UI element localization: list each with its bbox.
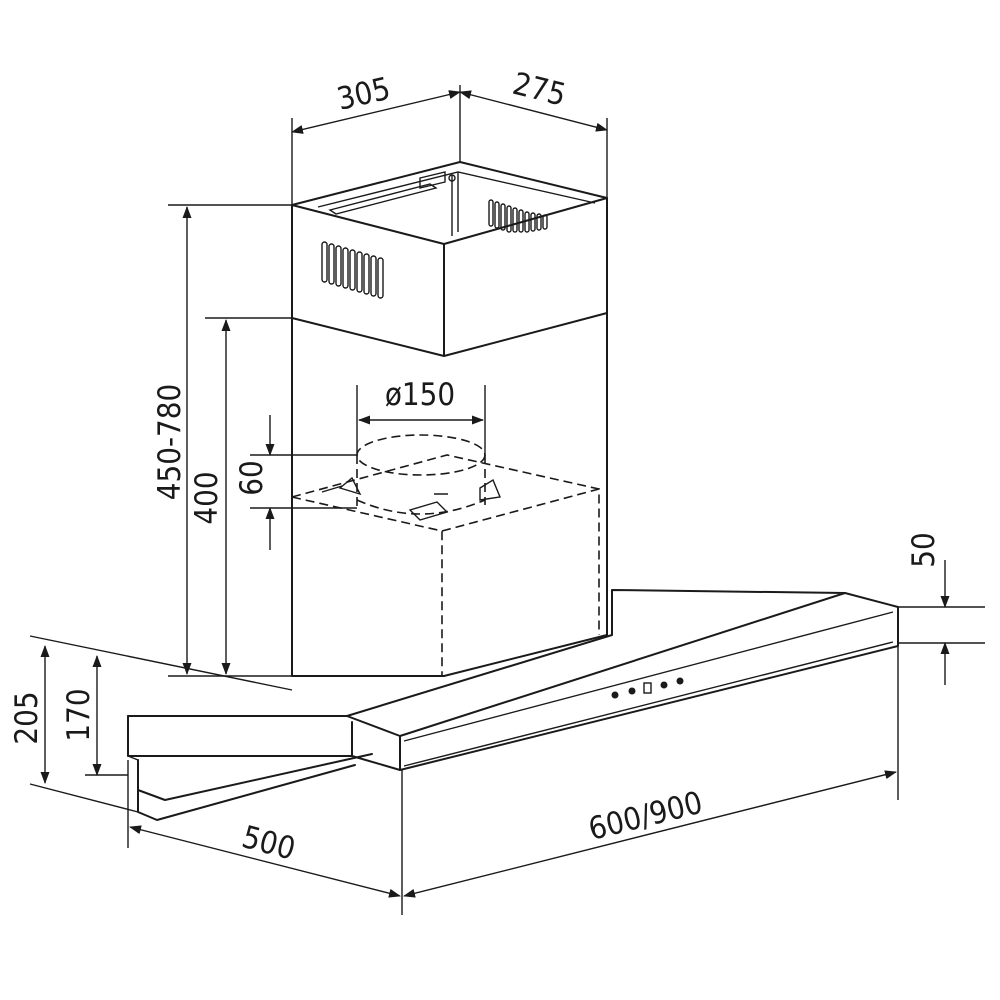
dim-label-400: 400: [189, 471, 225, 524]
control-button-3[interactable]: [660, 681, 668, 689]
lower-chimney: [291, 312, 608, 677]
control-button-1[interactable]: [611, 691, 619, 699]
hood-canopy: [127, 589, 899, 821]
duct-collar-top: [356, 434, 486, 476]
dim-label-305: 305: [334, 71, 394, 118]
control-display: [643, 682, 652, 694]
dim-label-600-900: 600/900: [585, 785, 706, 848]
control-button-4[interactable]: [676, 677, 684, 685]
vent-slots-back: [488, 199, 548, 233]
control-panel: [611, 677, 684, 699]
motor-box-hidden: [291, 434, 600, 676]
dim-label-50: 50: [906, 532, 942, 567]
dim-label-500: 500: [238, 819, 299, 868]
vent-slots-front: [321, 241, 384, 299]
upper-chimney: [291, 161, 608, 357]
dimension-lines: [29, 85, 985, 915]
dim-label-205: 205: [9, 691, 45, 744]
dim-label-170: 170: [61, 688, 97, 741]
dim-label-60: 60: [234, 460, 270, 495]
dim-label-diameter-150: ø150: [385, 377, 455, 413]
control-button-2[interactable]: [628, 687, 636, 695]
dim-label-450-780: 450-780: [152, 384, 188, 501]
